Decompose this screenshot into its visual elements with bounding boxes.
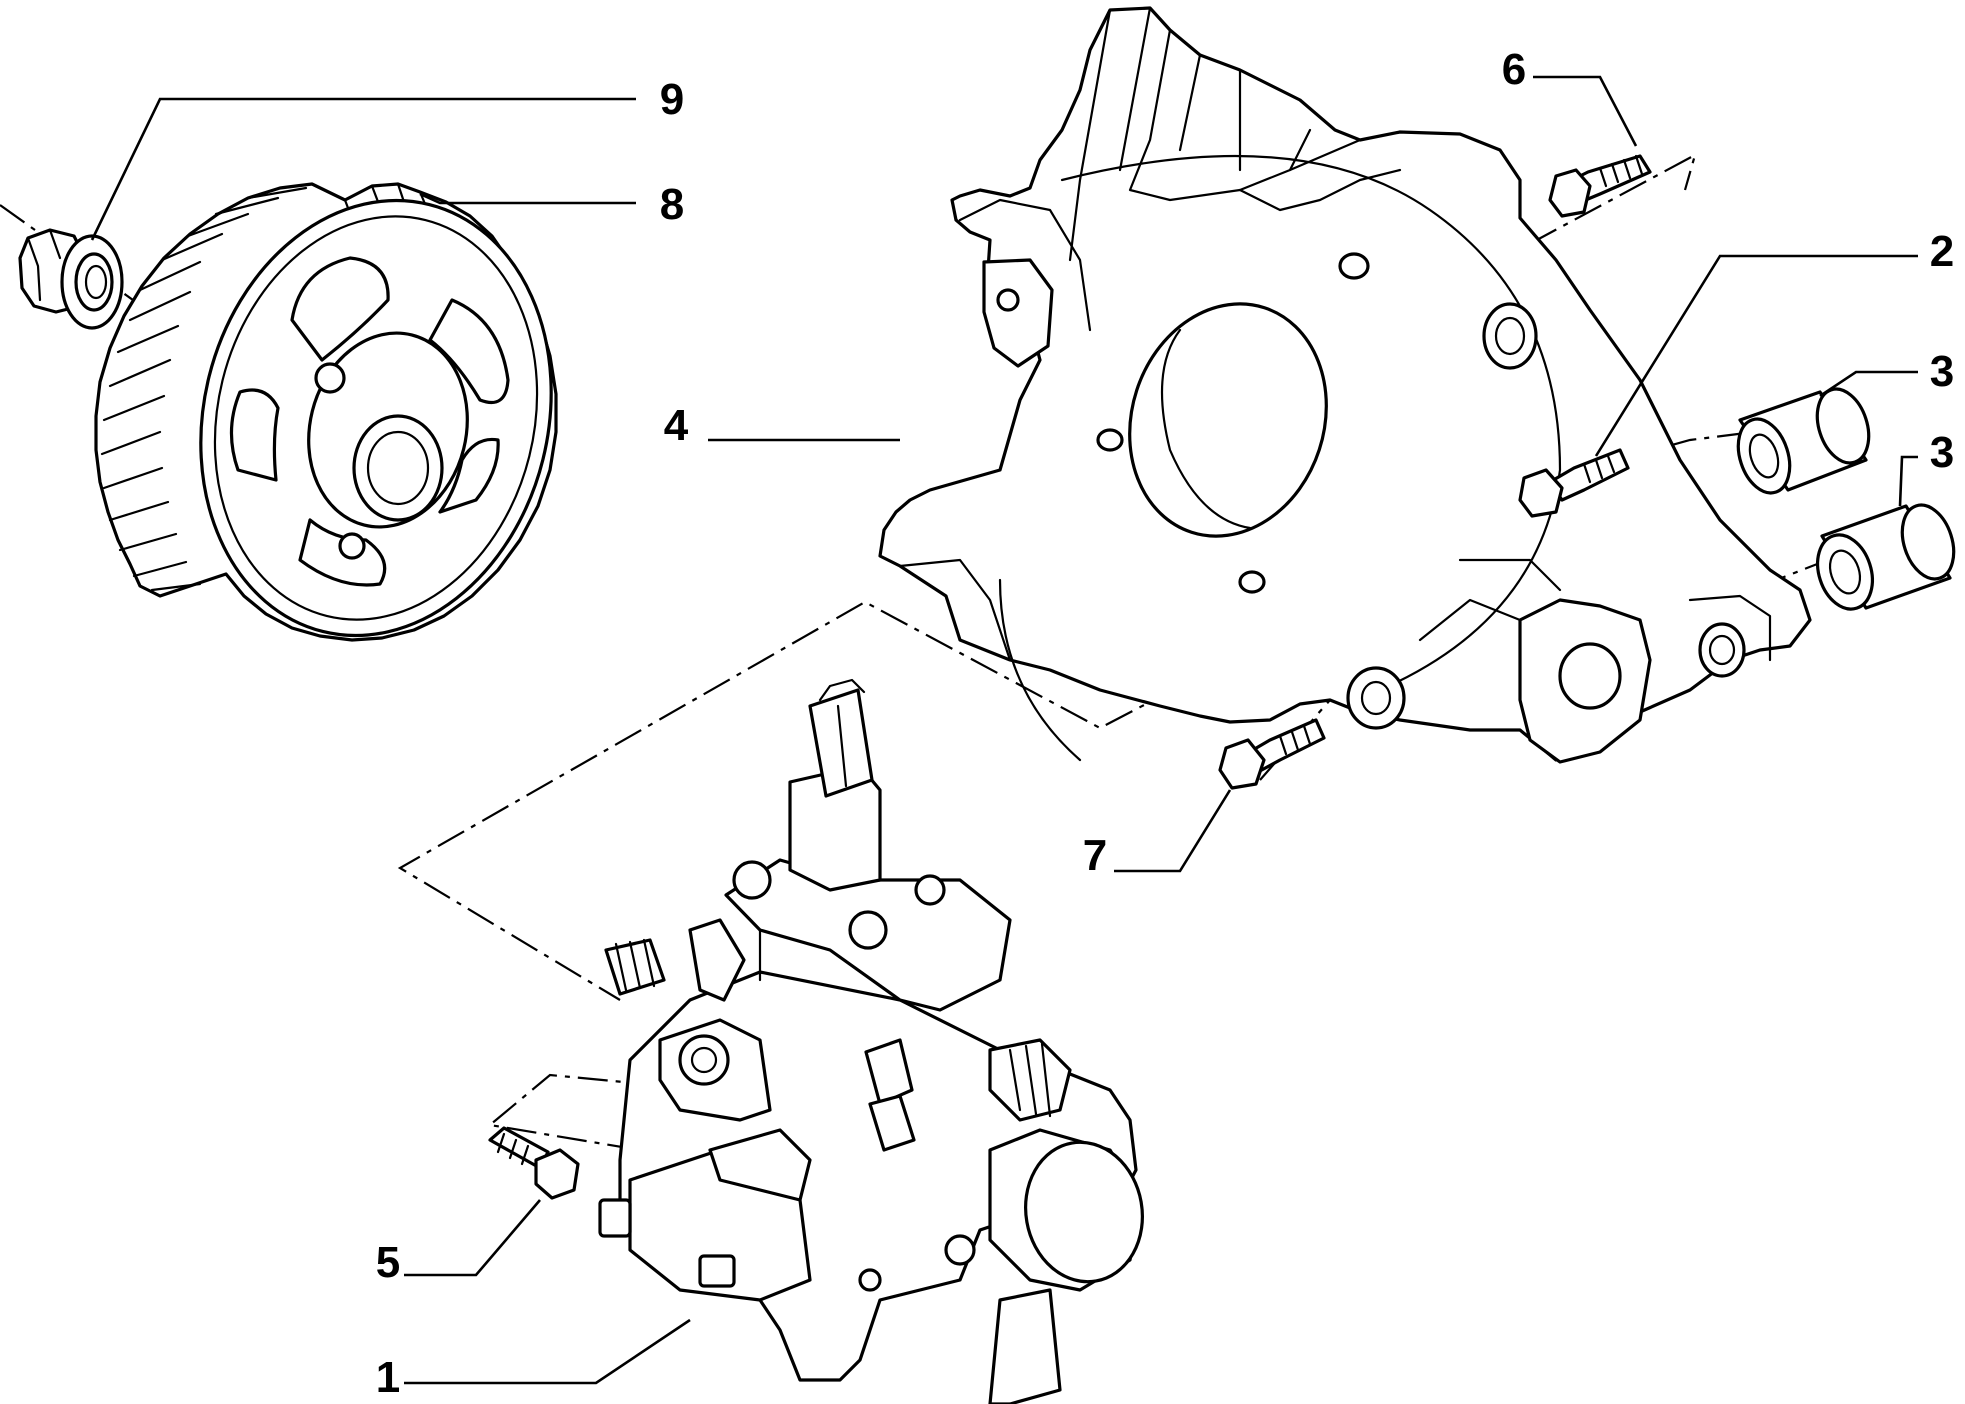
screw-7 xyxy=(1218,718,1326,790)
callout-5: 5 xyxy=(376,1238,400,1287)
high-pressure-pump xyxy=(598,678,1144,1404)
screw-2 xyxy=(1518,448,1630,518)
leader-lines xyxy=(90,75,1918,1385)
callout-4: 4 xyxy=(664,401,689,450)
callout-9: 9 xyxy=(660,75,684,124)
screw-6 xyxy=(1548,154,1652,218)
bushing-lower xyxy=(1816,503,1956,611)
callout-2: 2 xyxy=(1930,227,1954,276)
bushing-upper xyxy=(1736,387,1871,495)
pump-support-bracket xyxy=(878,6,1812,764)
callout-8: 8 xyxy=(660,180,684,229)
callout-labels: 9 8 6 2 3 3 4 7 5 1 xyxy=(376,45,1954,1402)
callout-7: 7 xyxy=(1083,831,1107,880)
callout-6: 6 xyxy=(1502,45,1526,94)
callout-3-lower: 3 xyxy=(1930,428,1954,477)
timing-pulley xyxy=(94,182,558,642)
callout-3-upper: 3 xyxy=(1930,347,1954,396)
screw-5 xyxy=(488,1126,580,1200)
pulley-nut xyxy=(18,228,124,330)
callout-1: 1 xyxy=(376,1353,400,1402)
